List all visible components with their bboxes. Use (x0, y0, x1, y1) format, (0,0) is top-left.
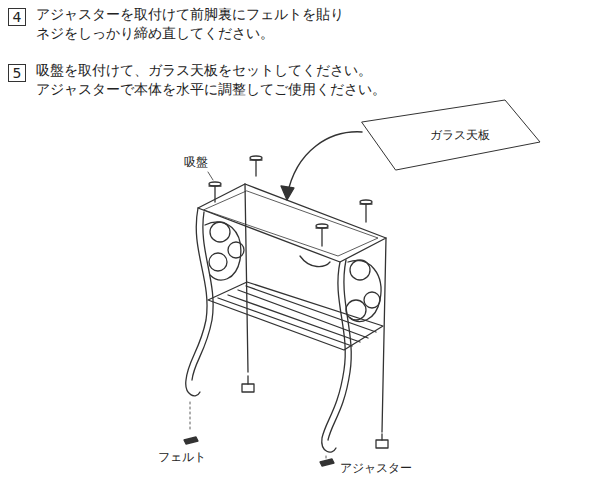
part-name: フェルト (158, 450, 206, 464)
instruction-text: アジャスターで本体を水平に調整してご使用ください。 (36, 81, 386, 97)
instruction-text: アジャスターを取付けて前脚裏にフェルトを貼り (36, 6, 344, 22)
part-name: アジャスター (340, 461, 412, 475)
instruction-text: ネジをしっかり締め直してください。 (36, 25, 274, 41)
part-name: ガラス天板 (430, 128, 490, 142)
step-number: 5 (13, 65, 22, 81)
step-number: 4 (13, 9, 22, 25)
instruction-text: 吸盤を取付けて、ガラス天板をセットしてください。 (36, 62, 372, 78)
part-name: 吸盤 (184, 155, 208, 169)
step-number-box: 5 (8, 64, 26, 82)
step-number-box: 4 (8, 8, 26, 26)
